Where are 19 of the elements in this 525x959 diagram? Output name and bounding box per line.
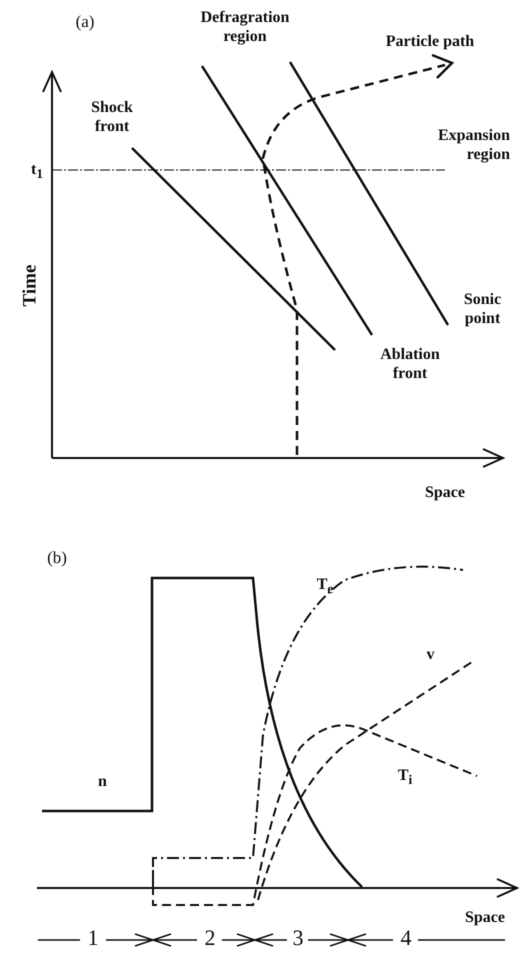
- curve-label: Shock front: [90, 98, 134, 136]
- axis-tick-label: t$_{1}$: [30, 160, 44, 184]
- curve-label: Ablation front: [379, 345, 441, 383]
- curve-label: v: [426, 645, 436, 664]
- region-number: 1: [86, 928, 100, 947]
- point-label: Sonic point: [462, 290, 502, 328]
- region-number: 4: [400, 928, 412, 947]
- axis-label: Time: [20, 264, 40, 308]
- curve-label: Particle path: [384, 32, 476, 51]
- region-label: Expansion region: [436, 126, 510, 164]
- region-number: 2: [204, 928, 216, 947]
- axis-label: Space: [464, 908, 506, 927]
- panel-label: (b): [46, 548, 68, 567]
- curve-label: T$_{i}$: [396, 766, 414, 790]
- panel-label: (a): [74, 12, 96, 31]
- region-number: 3: [292, 928, 304, 947]
- curve-label: Defragration region: [200, 8, 290, 46]
- curve-label: n: [97, 772, 108, 791]
- axis-label: Space: [424, 483, 466, 502]
